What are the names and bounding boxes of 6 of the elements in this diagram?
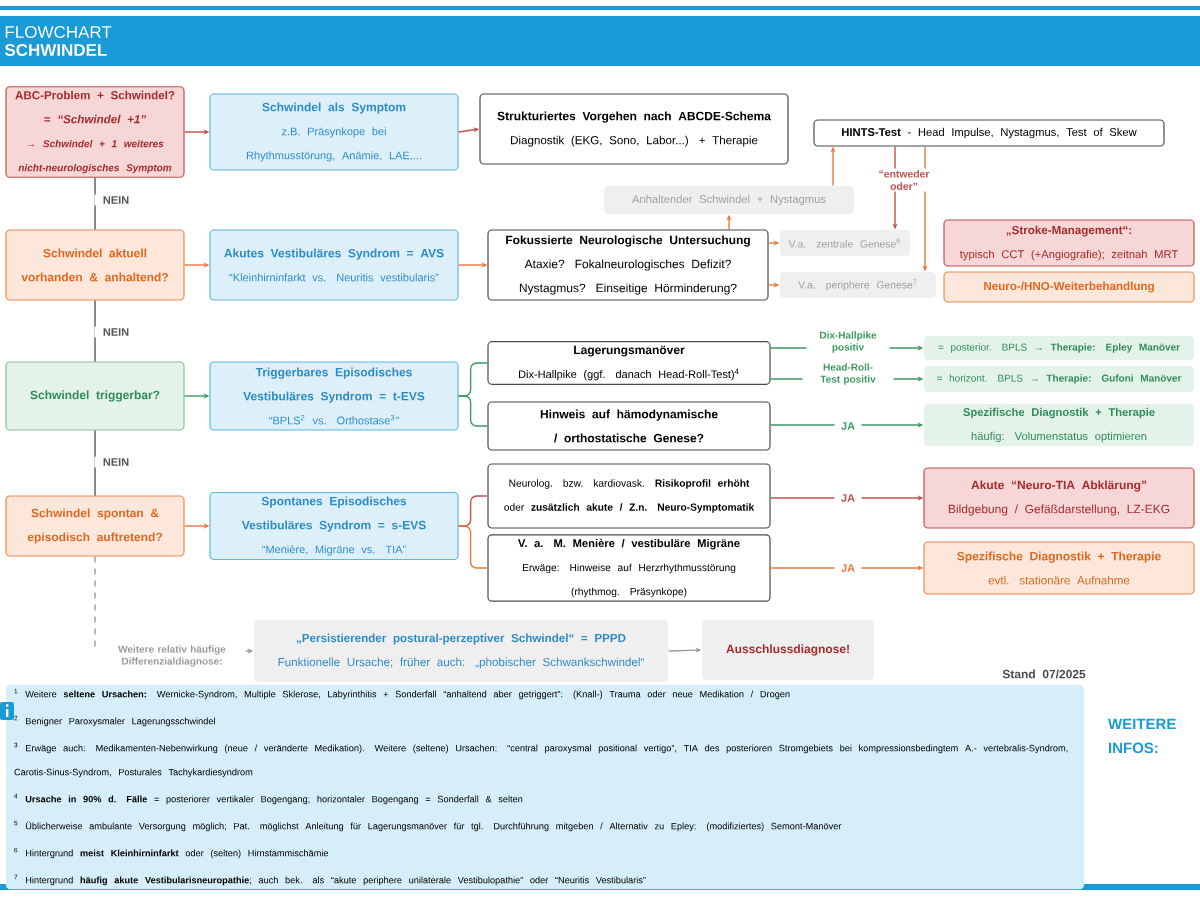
title: FLOWCHART SCHWINDEL [4,26,112,56]
connector-line [94,177,96,231]
connector-line [94,299,96,363]
connector-line [457,525,489,569]
connector-line [94,429,96,497]
connector-line [457,395,489,427]
